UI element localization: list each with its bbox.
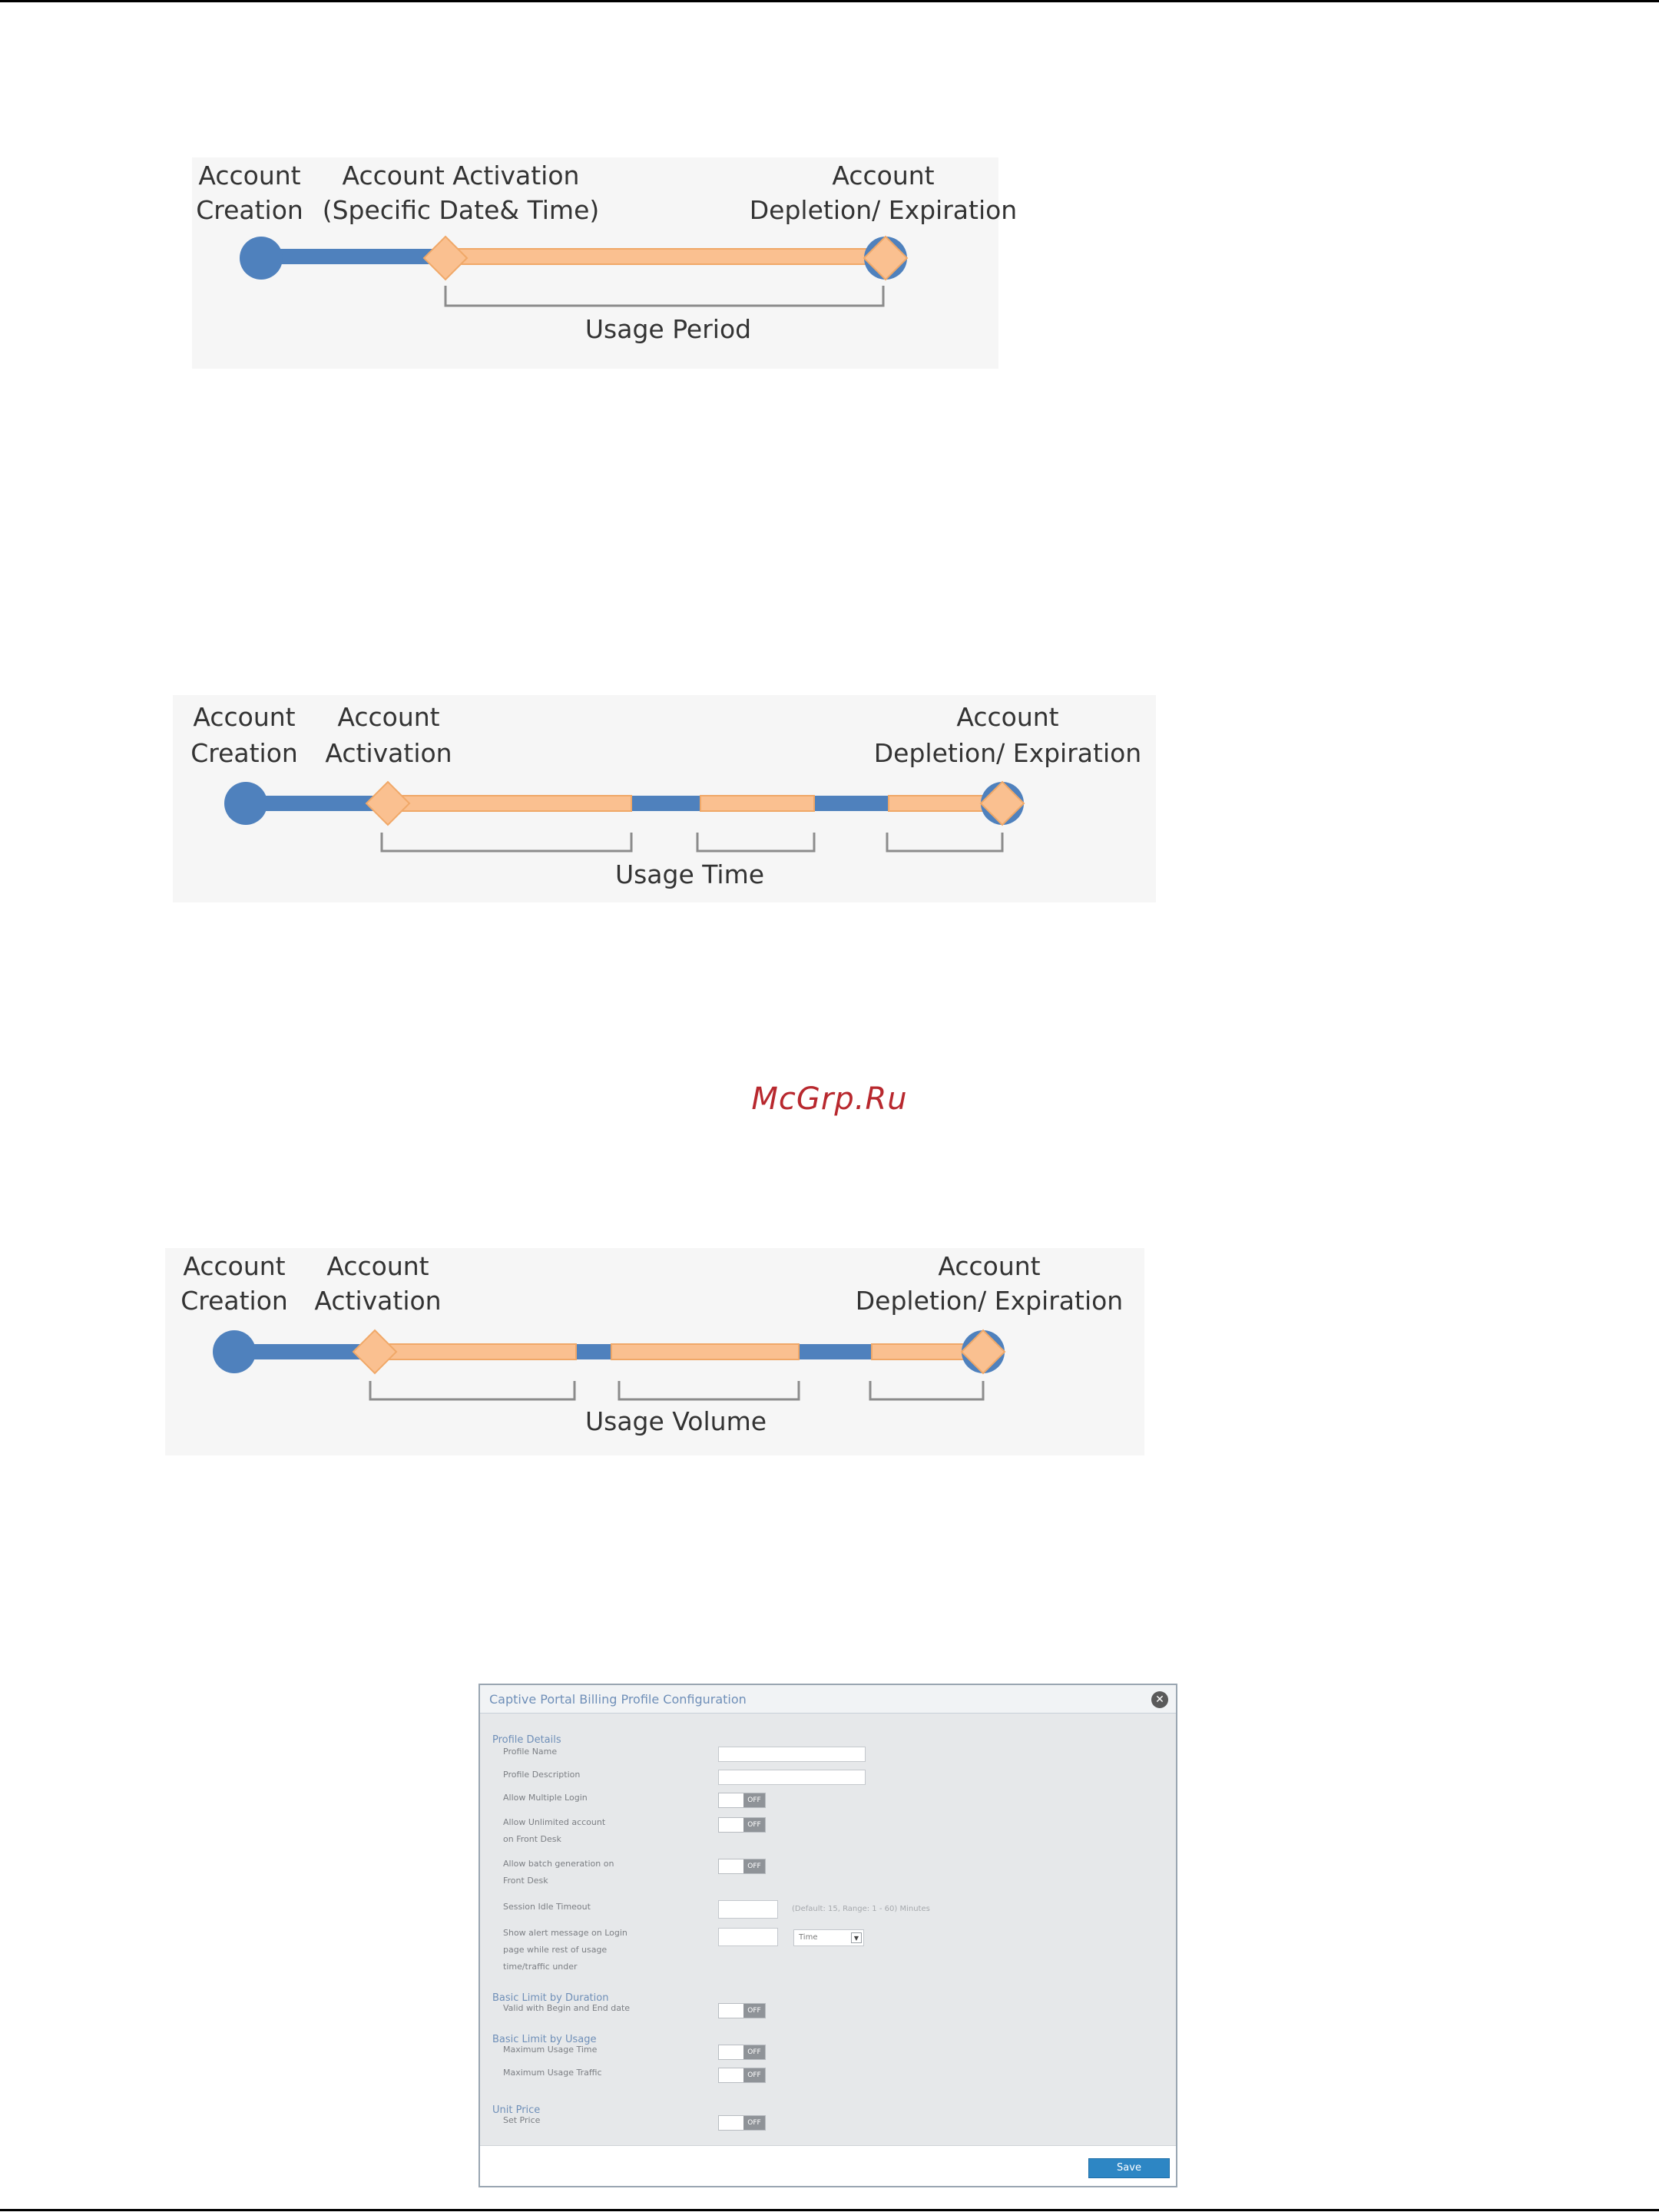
usage-volume-diagram: Account Creation Account Activation Acco… xyxy=(165,1248,1144,1455)
dialog-header: Captive Portal Billing Profile Configura… xyxy=(480,1685,1176,1714)
usage-volume-label: Usage Volume xyxy=(585,1406,767,1436)
depletion-diamond xyxy=(863,235,909,281)
session-idle-timeout-label: Session Idle Timeout xyxy=(503,1902,591,1912)
save-button[interactable]: Save xyxy=(1088,2158,1170,2178)
blue-segment xyxy=(261,249,445,264)
usage-bracket xyxy=(369,1381,576,1401)
peach-segment xyxy=(445,248,886,265)
toggle-label: OFF xyxy=(743,2045,765,2059)
toggle-label: OFF xyxy=(743,1859,765,1873)
creation-node xyxy=(213,1330,256,1373)
max-usage-traffic-label: Maximum Usage Traffic xyxy=(503,2068,602,2078)
toggle-label: OFF xyxy=(743,2068,765,2082)
watermark-text: McGrp.Ru xyxy=(751,1081,908,1117)
depletion-label-2: Depletion/ Expiration xyxy=(750,195,1017,225)
toggle-label: OFF xyxy=(743,2116,765,2130)
set-price-label: Set Price xyxy=(503,2115,541,2125)
max-usage-time-label: Maximum Usage Time xyxy=(503,2045,598,2055)
toggle-label: OFF xyxy=(743,2004,765,2018)
billing-profile-dialog: Captive Portal Billing Profile Configura… xyxy=(478,1684,1177,2187)
depletion-label-1: Account xyxy=(956,702,1058,732)
usage-segment xyxy=(611,1343,800,1360)
usage-bracket xyxy=(886,833,1004,853)
usage-time-diagram: Account Creation Account Activation Acco… xyxy=(173,695,1156,902)
allow-multiple-login-label: Allow Multiple Login xyxy=(503,1793,588,1803)
usage-bracket xyxy=(618,1381,800,1401)
max-usage-traffic-toggle[interactable]: OFF xyxy=(718,2068,766,2083)
lifecycle-diagrams: Account Creation Account Activation (Spe… xyxy=(165,157,1156,1455)
depletion-label-2: Depletion/ Expiration xyxy=(874,738,1141,768)
bottom-rule xyxy=(0,2209,1659,2211)
allow-unlimited-label-1: Allow Unlimited account xyxy=(503,1817,606,1827)
profile-description-label: Profile Description xyxy=(503,1770,581,1780)
usage-bracket xyxy=(696,833,816,853)
allow-multiple-login-toggle[interactable]: OFF xyxy=(718,1793,766,1808)
activation-label-2: (Specific Date& Time) xyxy=(323,195,600,225)
usage-segment xyxy=(387,795,632,812)
dialog-title: Captive Portal Billing Profile Configura… xyxy=(489,1692,747,1707)
activation-diamond xyxy=(365,780,411,826)
toggle-label: OFF xyxy=(743,1793,765,1807)
activation-label-1: Account Activation xyxy=(343,161,580,190)
creation-label-1: Account xyxy=(198,161,300,190)
session-idle-hint: (Default: 15, Range: 1 - 60) Minutes xyxy=(792,1905,930,1913)
depletion-label-2: Depletion/ Expiration xyxy=(856,1286,1123,1316)
set-price-toggle[interactable]: OFF xyxy=(718,2115,766,2131)
top-rule xyxy=(0,0,1659,2)
section-profile-details: Profile Details xyxy=(492,1734,561,1746)
usage-segment xyxy=(374,1343,577,1360)
section-unit-price: Unit Price xyxy=(492,2104,541,2116)
usage-bracket xyxy=(444,286,885,307)
valid-begin-end-label: Valid with Begin and End date xyxy=(503,2003,631,2013)
valid-begin-end-toggle[interactable]: OFF xyxy=(718,2003,766,2018)
activation-label-1: Account xyxy=(326,1251,429,1281)
allow-unlimited-toggle[interactable]: OFF xyxy=(718,1817,766,1833)
alert-value-input[interactable] xyxy=(718,1928,778,1946)
usage-time-label: Usage Time xyxy=(615,859,764,889)
usage-segment xyxy=(700,795,815,812)
alert-label-3: time/traffic under xyxy=(503,1962,578,1972)
alert-label-2: page while rest of usage xyxy=(503,1945,608,1955)
activation-diamond xyxy=(422,235,469,281)
usage-bracket xyxy=(380,833,633,853)
usage-period-diagram: Account Creation Account Activation (Spe… xyxy=(192,157,1017,369)
profile-name-label: Profile Name xyxy=(503,1747,558,1757)
activation-label-2: Activation xyxy=(314,1286,441,1316)
allow-unlimited-label-2: on Front Desk xyxy=(503,1834,561,1844)
dialog-footer: Save xyxy=(480,2145,1176,2186)
usage-bracket xyxy=(869,1381,985,1401)
creation-node xyxy=(224,782,267,825)
depletion-label-1: Account xyxy=(832,161,934,190)
alert-unit-select[interactable]: Time ▼ xyxy=(793,1929,864,1946)
session-idle-timeout-input[interactable] xyxy=(718,1900,778,1919)
depletion-diamond xyxy=(979,780,1025,826)
max-usage-time-toggle[interactable]: OFF xyxy=(718,2045,766,2060)
creation-label-1: Account xyxy=(183,1251,285,1281)
creation-node xyxy=(240,237,283,280)
alert-unit-value: Time xyxy=(799,1933,818,1942)
creation-label-2: Creation xyxy=(190,738,298,768)
allow-batch-label-2: Front Desk xyxy=(503,1876,548,1886)
depletion-label-1: Account xyxy=(938,1251,1040,1281)
profile-name-input[interactable] xyxy=(718,1747,866,1762)
chevron-down-icon: ▼ xyxy=(851,1932,862,1943)
alert-label-1: Show alert message on Login xyxy=(503,1928,628,1938)
usage-period-label: Usage Period xyxy=(585,314,751,344)
creation-label-2: Creation xyxy=(196,195,303,225)
section-basic-limit-duration: Basic Limit by Duration xyxy=(492,1992,609,2004)
activation-label-1: Account xyxy=(337,702,439,732)
allow-batch-toggle[interactable]: OFF xyxy=(718,1859,766,1874)
creation-label-1: Account xyxy=(193,702,295,732)
activation-diamond xyxy=(352,1329,398,1375)
blue-line xyxy=(234,1344,983,1359)
creation-label-2: Creation xyxy=(180,1286,288,1316)
toggle-label: OFF xyxy=(743,1818,765,1832)
profile-description-input[interactable] xyxy=(718,1770,866,1785)
section-basic-limit-usage: Basic Limit by Usage xyxy=(492,2034,597,2045)
allow-batch-label-1: Allow batch generation on xyxy=(503,1859,614,1869)
close-icon[interactable]: ✕ xyxy=(1151,1691,1168,1708)
activation-label-2: Activation xyxy=(325,738,452,768)
depletion-diamond xyxy=(960,1329,1006,1375)
